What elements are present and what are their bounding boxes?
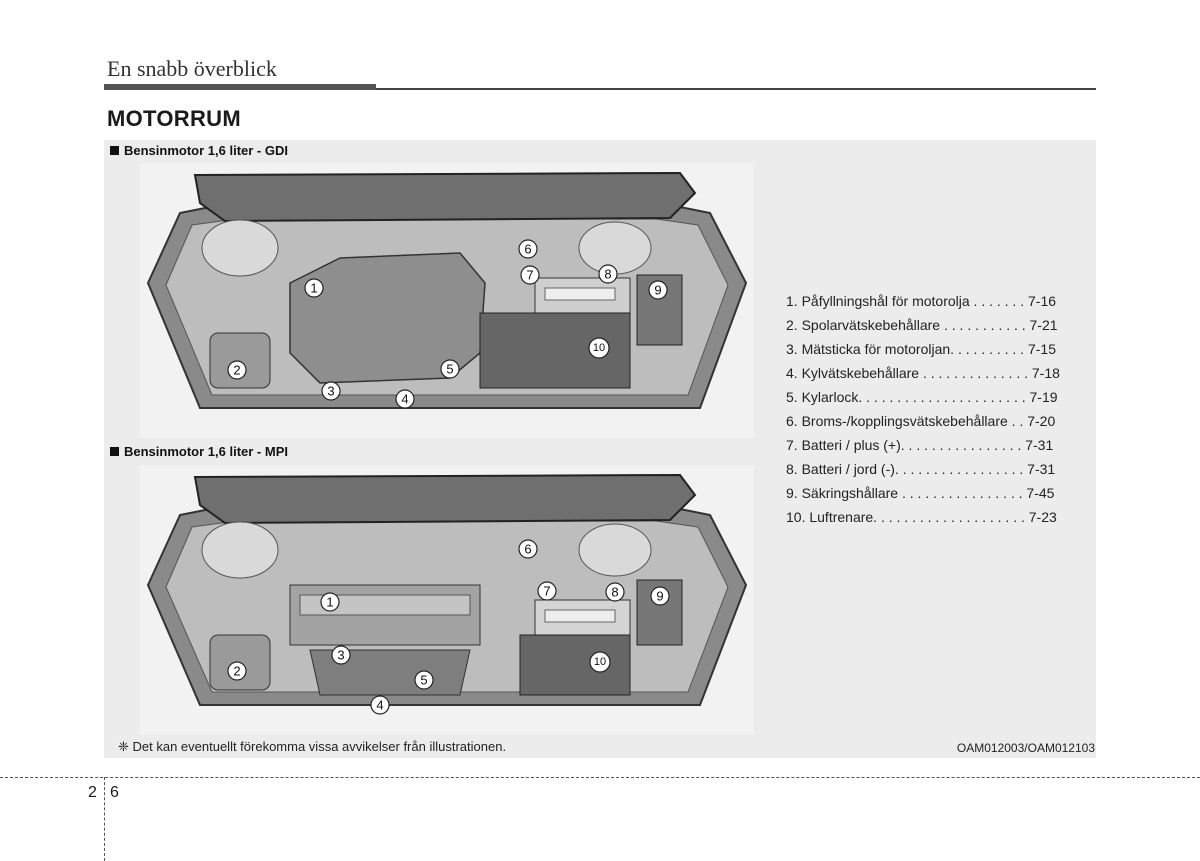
legend-item: 5. Kylarlock. . . . . . . . . . . . . . …	[786, 389, 1058, 405]
svg-text:1: 1	[326, 595, 333, 610]
callout-6: 6	[518, 239, 538, 259]
header-rule-bold	[104, 84, 376, 90]
svg-text:4: 4	[401, 392, 408, 407]
callout-9: 9	[648, 280, 668, 300]
legend-item: 2. Spolarvätskebehållare . . . . . . . .…	[786, 317, 1058, 333]
footer-divider	[0, 777, 1200, 778]
chapter-number: 2	[88, 784, 97, 801]
svg-text:4: 4	[376, 698, 383, 713]
legend-item: 10. Luftrenare. . . . . . . . . . . . . …	[786, 509, 1057, 525]
legend-item: 4. Kylvätskebehållare . . . . . . . . . …	[786, 365, 1060, 381]
svg-text:10: 10	[594, 656, 606, 668]
component-legend: 1. Påfyllningshål för motorolja . . . . …	[786, 289, 1086, 529]
legend-item: 3. Mätsticka för motoroljan. . . . . . .…	[786, 341, 1056, 357]
page-number: 6	[110, 784, 119, 801]
svg-text:9: 9	[654, 283, 661, 298]
legend-item: 1. Påfyllningshål för motorolja . . . . …	[786, 293, 1057, 309]
svg-text:5: 5	[446, 362, 453, 377]
callout-2: 2	[227, 360, 247, 380]
engine-bay-gdi-svg: 1 2 3 4 5 6 7 8 9 10	[146, 171, 748, 409]
callout-group-gdi: 1 2 3 4 5 6 7 8 9 10	[227, 239, 668, 409]
bullet-square-icon	[110, 146, 119, 155]
callout-1: 1	[304, 278, 324, 298]
svg-text:2: 2	[233, 664, 240, 679]
svg-text:9: 9	[656, 589, 663, 604]
callout-7: 7	[520, 265, 540, 285]
engine-bay-mpi-svg: 1 2 3 4 5 6 7 8 9 10	[146, 473, 748, 715]
callout-group-mpi: 1 2 3 4 5 6 7 8 9 10	[227, 539, 670, 715]
callout-10: 10	[589, 651, 611, 673]
callout-5: 5	[440, 359, 460, 379]
callout-3: 3	[321, 381, 341, 401]
callout-6: 6	[518, 539, 538, 559]
callout-4: 4	[395, 389, 415, 409]
legend-item: 9. Säkringshållare . . . . . . . . . . .…	[786, 485, 1055, 501]
svg-text:3: 3	[327, 384, 334, 399]
engine-illustration-mpi: 1 2 3 4 5 6 7 8 9 10	[140, 465, 754, 735]
svg-text:6: 6	[524, 242, 531, 257]
callout-7: 7	[537, 581, 557, 601]
svg-text:8: 8	[604, 267, 611, 282]
legend-item: 6. Broms-/kopplingsvätskebehållare . . 7…	[786, 413, 1056, 429]
svg-text:8: 8	[611, 585, 618, 600]
callout-9: 9	[650, 586, 670, 606]
bullet-square-icon	[110, 447, 119, 456]
svg-text:7: 7	[543, 584, 550, 599]
svg-text:6: 6	[524, 542, 531, 557]
illustration-note: ❈ Det kan eventuellt förekomma vissa avv…	[118, 739, 507, 754]
svg-text:7: 7	[526, 268, 533, 283]
page-heading: MOTORRUM	[107, 106, 241, 131]
legend-item: 7. Batteri / plus (+). . . . . . . . . .…	[786, 437, 1054, 453]
page-number-divider	[104, 777, 105, 861]
svg-text:10: 10	[593, 342, 605, 354]
callout-4: 4	[370, 695, 390, 715]
figure-label-gdi: Bensinmotor 1,6 liter - GDI	[110, 143, 288, 158]
callout-5: 5	[414, 670, 434, 690]
callout-1: 1	[320, 592, 340, 612]
callout-8: 8	[605, 582, 625, 602]
figure-label-mpi: Bensinmotor 1,6 liter - MPI	[110, 444, 288, 459]
legend-item: 8. Batteri / jord (-). . . . . . . . . .…	[786, 461, 1056, 477]
callout-10: 10	[588, 337, 610, 359]
section-title: En snabb överblick	[107, 56, 277, 81]
image-code: OAM012003/OAM012103	[956, 741, 1095, 755]
callout-8: 8	[598, 264, 618, 284]
svg-text:2: 2	[233, 363, 240, 378]
svg-text:3: 3	[337, 648, 344, 663]
svg-text:5: 5	[420, 673, 427, 688]
engine-illustration-gdi: 1 2 3 4 5 6 7 8 9 10	[140, 163, 754, 438]
callout-2: 2	[227, 661, 247, 681]
callout-3: 3	[331, 645, 351, 665]
svg-text:1: 1	[310, 281, 317, 296]
header-rule-thin	[376, 88, 1096, 90]
